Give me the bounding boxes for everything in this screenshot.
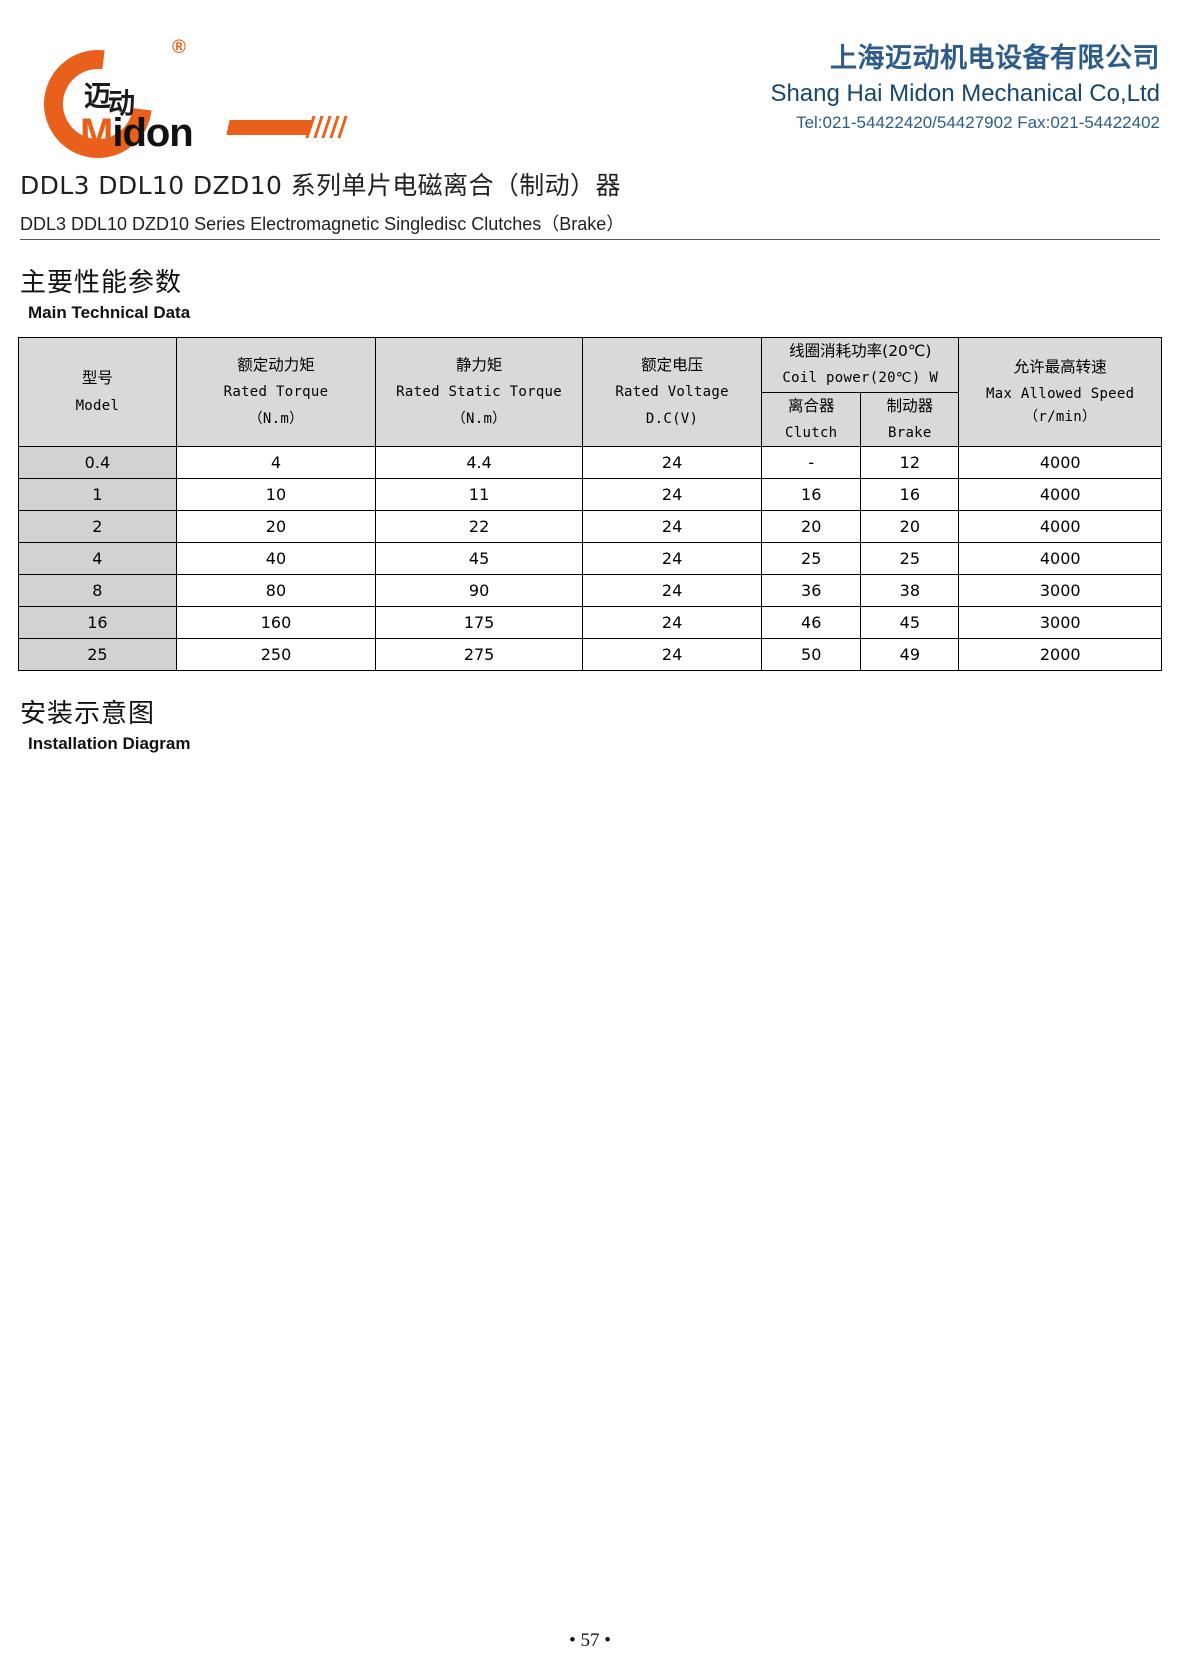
table-cell: 11 — [375, 478, 584, 512]
page-header: ® 迈动 Midon 上海迈动机电设备有限公司 Shang Hai Midon … — [0, 0, 1180, 180]
table-cell-model: 16 — [18, 606, 177, 640]
table-cell: 4 — [175, 446, 377, 480]
logo-swoosh-icon — [226, 120, 312, 135]
table-cell-model: 8 — [18, 574, 177, 608]
table-cell: 80 — [175, 574, 377, 608]
table-cell-max-speed: 4000 — [958, 446, 1162, 480]
spec-table-wrapper: 型号 Model 额定动力矩 Rated Torque （N.m） 静力矩 Ra… — [0, 336, 1180, 672]
company-name-cn: 上海迈动机电设备有限公司 — [830, 43, 1160, 74]
table-cell: 36 — [761, 574, 862, 608]
table-cell-max-speed: 4000 — [958, 510, 1162, 544]
product-title-cn: DDL3 DDL10 DZD10 系列单片电磁离合（制动）器 — [20, 171, 621, 200]
table-cell-model: 25 — [18, 638, 177, 672]
installation-diagram — [0, 764, 1180, 1554]
spec-heading-en: Main Technical Data — [28, 303, 191, 322]
table-cell: 24 — [582, 510, 763, 544]
diagram-heading-cn: 安装示意图 — [20, 699, 156, 730]
table-cell: 24 — [582, 542, 763, 576]
table-cell: 10 — [175, 478, 377, 512]
diagram-heading-en: Installation Diagram — [28, 734, 191, 754]
table-cell-model: 2 — [18, 510, 177, 544]
col-head-static-torque: 静力矩 Rated Static Torque （N.m） — [375, 336, 584, 448]
logo-speedlines-icon — [305, 116, 349, 138]
company-logo: ® 迈动 Midon — [22, 16, 348, 180]
company-name-en: Shang Hai Midon Mechanical Co,Ltd — [770, 79, 1160, 107]
col-head-coil-power: 线圈消耗功率(20℃) Coil power(20℃) W — [761, 337, 960, 393]
col-head-rated-voltage: 额定电压 Rated Voltage D.C(V) — [582, 336, 763, 448]
col-head-model: 型号 Model — [18, 336, 177, 448]
table-cell-model: 4 — [18, 542, 177, 576]
table-cell: 16 — [761, 478, 862, 512]
installation-diagram-svg — [0, 764, 1180, 1554]
table-cell: 45 — [860, 606, 960, 640]
table-cell-max-speed: 4000 — [958, 478, 1162, 512]
table-cell-model: 1 — [18, 478, 177, 512]
table-cell: 24 — [582, 638, 763, 672]
table-cell: 20 — [860, 510, 960, 544]
spec-heading-cn: 主要性能参数 — [20, 268, 183, 298]
table-cell: 16 — [860, 478, 960, 512]
table-cell: 90 — [375, 574, 584, 608]
table-cell: 22 — [375, 510, 584, 544]
table-cell: 49 — [860, 638, 960, 672]
table-cell: 24 — [582, 478, 763, 512]
col-head-rated-torque: 额定动力矩 Rated Torque （N.m） — [175, 336, 377, 448]
logo-wordmark: Midon — [80, 111, 194, 156]
table-cell: 25 — [860, 542, 960, 576]
table-cell-max-speed: 4000 — [958, 542, 1162, 576]
spec-table-head: 型号 Model 额定动力矩 Rated Torque （N.m） 静力矩 Ra… — [18, 336, 1162, 448]
company-info: 上海迈动机电设备有限公司 Shang Hai Midon Mechanical … — [770, 42, 1160, 134]
table-cell: 4.4 — [375, 446, 584, 480]
table-cell: 40 — [175, 542, 377, 576]
table-cell: 46 — [761, 606, 862, 640]
table-cell-max-speed: 3000 — [958, 606, 1162, 640]
col-head-coil-power-clutch: 离合器 Clutch — [761, 391, 862, 448]
table-cell-model: 0.4 — [18, 446, 177, 480]
table-cell-max-speed: 3000 — [958, 574, 1162, 608]
table-cell: 24 — [582, 606, 763, 640]
col-head-coil-power-brake: 制动器 Brake — [860, 391, 960, 448]
logo-chinese-mark: 迈动 — [84, 80, 135, 121]
product-title-block: DDL3 DDL10 DZD10 系列单片电磁离合（制动）器 DDL3 DDL1… — [0, 166, 1180, 240]
page-number: • 57 • — [569, 1630, 611, 1651]
spec-section-heading: 主要性能参数 Main Technical Data — [0, 262, 1180, 323]
table-cell-max-speed: 2000 — [958, 638, 1162, 672]
diagram-section-heading: 安装示意图 Installation Diagram — [0, 693, 1180, 754]
table-cell: 175 — [375, 606, 584, 640]
table-cell: 20 — [175, 510, 377, 544]
table-cell: 24 — [582, 574, 763, 608]
table-cell: 160 — [175, 606, 377, 640]
logo-wordmark-accent: M — [80, 111, 113, 155]
logo-wordmark-rest: idon — [112, 111, 193, 155]
company-contact: Tel:021-54422420/54427902 Fax:021-544224… — [796, 113, 1160, 133]
table-cell: 12 — [860, 446, 960, 480]
table-cell: 38 — [860, 574, 960, 608]
registered-trademark-icon: ® — [172, 37, 186, 58]
table-cell: 275 — [375, 638, 584, 672]
col-head-max-speed: 允许最高转速 Max Allowed Speed（r/min） — [958, 336, 1162, 448]
table-cell: 25 — [761, 542, 862, 576]
product-title-en: DDL3 DDL10 DZD10 Series Electromagnetic … — [20, 210, 1160, 240]
table-cell: 20 — [761, 510, 862, 544]
table-cell: 45 — [375, 542, 584, 576]
table-cell: 250 — [175, 638, 377, 672]
table-cell: 50 — [761, 638, 862, 672]
spec-table: 型号 Model 额定动力矩 Rated Torque （N.m） 静力矩 Ra… — [18, 336, 1162, 672]
table-cell: 24 — [582, 446, 763, 480]
table-cell: - — [761, 446, 862, 480]
